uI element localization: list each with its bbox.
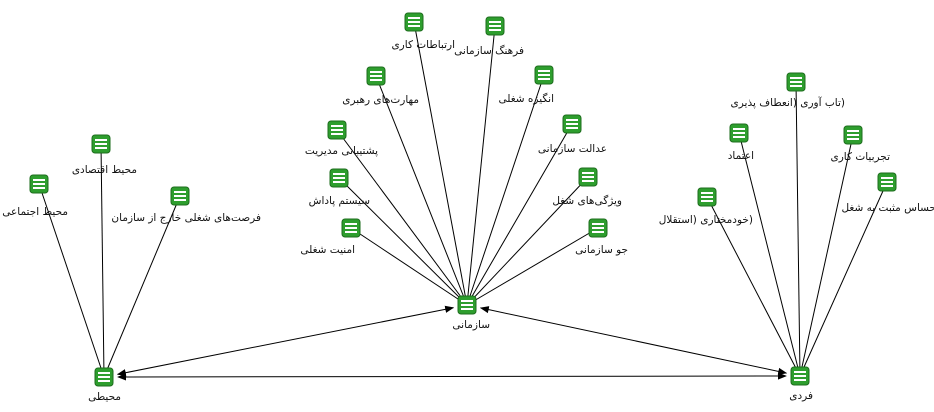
node-hesas-mosbat[interactable]: حساس مثبت به شغل (841, 172, 934, 214)
node-sazmani[interactable]: سازمانی (452, 295, 490, 331)
edge-line (466, 74, 545, 306)
node-poshtibani-modiriat[interactable]: پشتیبانی مدیریت (305, 120, 378, 157)
node-label: فرهنگ سازمانی (454, 45, 524, 57)
node-label: جو سازمانی (575, 244, 628, 256)
node-label: حساس مثبت به شغل (841, 202, 934, 214)
code-node-icon (94, 367, 114, 387)
edge-line (350, 227, 468, 306)
node-label: ویژگی‌های شغل (552, 195, 622, 207)
code-node-icon (485, 16, 505, 36)
code-node-icon (91, 134, 111, 154)
node-tajrobiat-kari[interactable]: تجربیات کاری (831, 125, 890, 163)
edge-line (799, 181, 888, 377)
node-label: محیط اجتماعی (2, 206, 68, 218)
arrow-edge-mohiti-fardi (117, 372, 787, 381)
code-node-icon (29, 174, 49, 194)
node-label: امنیت شغلی (300, 244, 355, 256)
code-node-icon (327, 120, 347, 140)
arrow-edge-mohiti-sazmani (116, 305, 455, 377)
node-system-padash[interactable]: سیستم پاداش (309, 168, 370, 207)
code-node-icon (578, 167, 598, 187)
node-label: انگیزه شغلی (498, 93, 554, 105)
node-khodmokhtari[interactable]: (خودمختاری (استقلال (659, 187, 753, 226)
node-mohit-ejtemaei[interactable]: محیط اجتماعی (2, 174, 68, 218)
code-node-icon (562, 114, 582, 134)
node-farhang-sazmani[interactable]: فرهنگ سازمانی (454, 16, 524, 57)
node-label: عدالت سازمانی (537, 143, 607, 155)
node-etemad[interactable]: اعتماد (728, 123, 754, 162)
node-tab-avari[interactable]: (تاب آوری (انعطاف پذیری (731, 72, 845, 109)
edge-line (375, 75, 468, 306)
edge-line (38, 183, 105, 378)
node-fardi[interactable]: فردی (789, 366, 813, 402)
node-maharat-rahbari[interactable]: مهارت‌های رهبری (342, 66, 419, 106)
node-angize-shoghli[interactable]: انگیزه شغلی (498, 65, 554, 105)
edge-line (738, 132, 801, 377)
code-node-icon (843, 125, 863, 145)
edge-line (336, 129, 468, 306)
code-node-icon (457, 295, 477, 315)
edge-line (466, 176, 589, 306)
edge-line (795, 81, 801, 377)
edge-line (466, 25, 496, 306)
node-label: محیطی (88, 391, 121, 403)
node-forsat-shoghli[interactable]: فرصت‌های شغلی خارج از سازمان (111, 186, 261, 224)
edge-line (799, 134, 854, 377)
node-label: پشتیبانی مدیریت (304, 145, 378, 157)
node-label: مهارت‌های رهبری (342, 94, 419, 106)
code-node-icon (366, 66, 386, 86)
node-ertebatat-kari[interactable]: ارتباطات کاری (391, 12, 455, 51)
code-node-icon (877, 172, 897, 192)
node-label: (تاب آوری (انعطاف پذیری (730, 97, 845, 109)
node-edalat-sazmani[interactable]: عدالت سازمانی (538, 114, 607, 155)
node-label: فردی (789, 390, 813, 402)
node-mohiti[interactable]: محیطی (88, 367, 121, 403)
code-node-icon (729, 123, 749, 143)
node-label: سازمانی (452, 319, 490, 331)
edge-line (100, 143, 105, 378)
code-node-icon (588, 218, 608, 238)
code-node-icon (341, 218, 361, 238)
node-label: ارتباطات کاری (391, 39, 455, 51)
node-label: (خودمختاری (استقلال (658, 214, 753, 226)
code-node-icon (697, 187, 717, 207)
code-node-icon (790, 366, 810, 386)
code-node-icon (534, 65, 554, 85)
code-node-icon (170, 186, 190, 206)
code-node-icon (786, 72, 806, 92)
node-label: فرصت‌های شغلی خارج از سازمان (111, 212, 261, 224)
edge-line (466, 227, 599, 306)
edge-line (338, 177, 468, 306)
node-label: محیط اقتصادی (71, 164, 137, 176)
node-jav-sazmani[interactable]: جو سازمانی (575, 218, 628, 256)
node-amniat-shoghli[interactable]: امنیت شغلی (300, 218, 361, 256)
node-label: اعتماد (727, 150, 754, 162)
code-node-icon (329, 168, 349, 188)
edge-line (466, 123, 573, 306)
edge-line (103, 195, 181, 378)
edge-line (413, 21, 468, 306)
node-label: سیستم پاداش (308, 195, 370, 207)
arrow-edge-sazmani-fardi (479, 306, 788, 375)
code-node-icon (404, 12, 424, 32)
node-label: تجربیات کاری (830, 151, 891, 163)
node-mohit-eghtesadi[interactable]: محیط اقتصادی (72, 134, 137, 176)
node-vizhegi-shoghl[interactable]: ویژگی‌های شغل (552, 167, 622, 207)
